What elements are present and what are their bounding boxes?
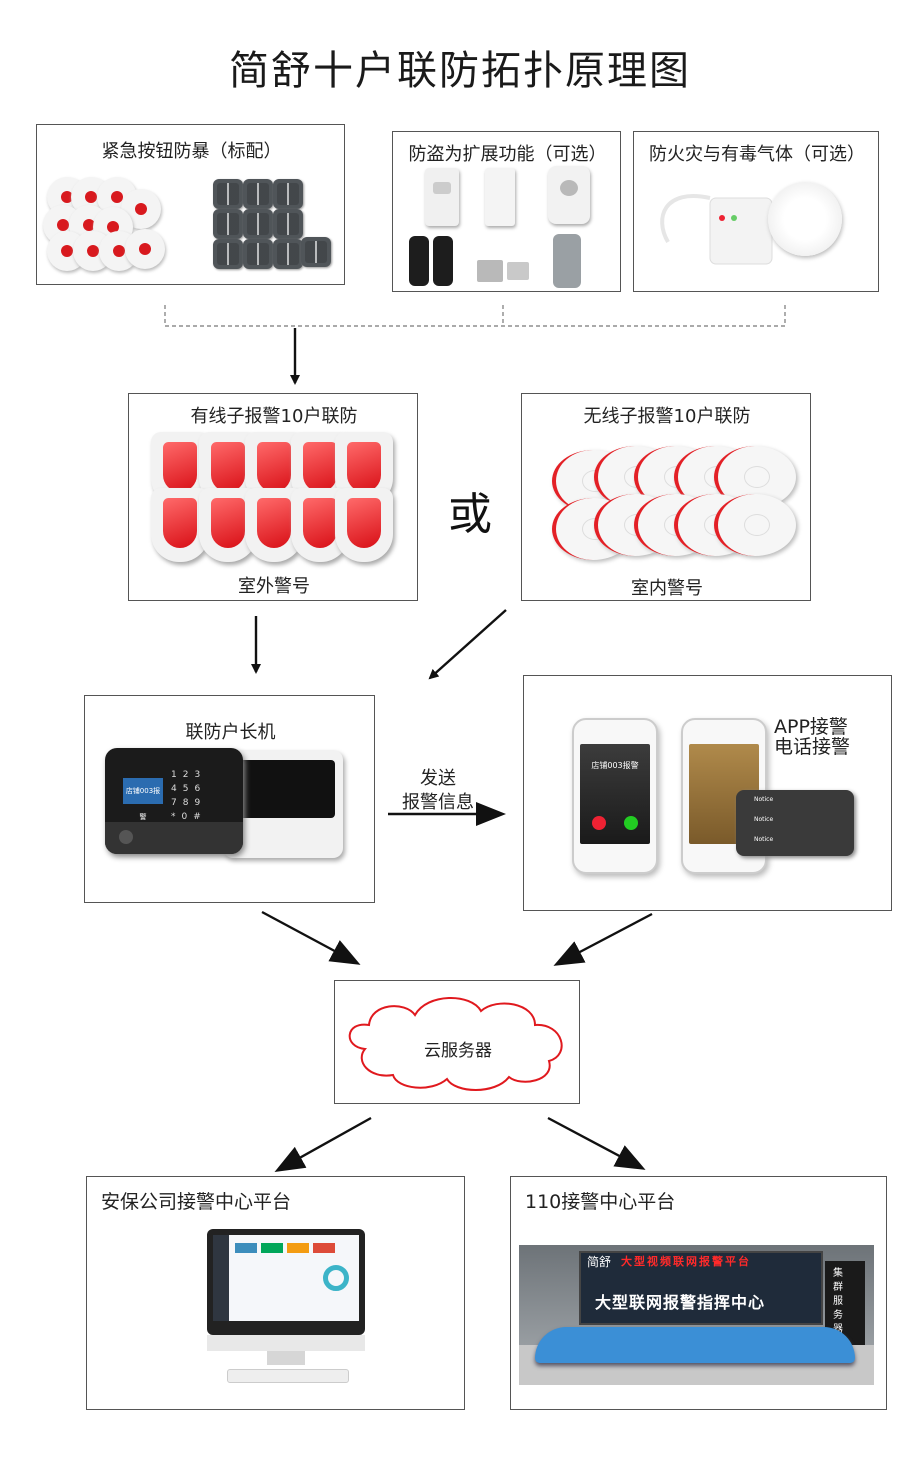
fire-gas-label: 防火灾与有毒气体（可选） <box>649 144 865 165</box>
police-center-label: 110接警中心平台 <box>525 1191 676 1213</box>
police-center-panel: 110接警中心平台 简舒 大型视频联网报警平台 大型联网报警指挥中心 集群服务器 <box>510 1176 887 1410</box>
sos-button-icon <box>119 830 133 844</box>
app-alert-label: APP接警 <box>774 716 848 738</box>
panic-button-icon <box>125 229 165 269</box>
fire-gas-panel: 防火灾与有毒气体（可选） <box>633 131 879 292</box>
phone-call-icon: 店铺003报警 <box>572 718 658 874</box>
magnetic-contact-icon <box>507 262 529 280</box>
curtain-sensor-icon <box>548 166 590 224</box>
arrow-cloud-to-security <box>274 1116 372 1172</box>
anti-theft-panel: 防盗为扩展功能（可选） <box>392 131 621 292</box>
host-device-white <box>223 750 343 858</box>
remote-fob-icon <box>213 239 243 269</box>
keyboard-icon <box>227 1369 349 1383</box>
app-alert-panel: APP接警 电话接警 店铺003报警 Notice Notice Notice <box>523 675 892 911</box>
monitor-stand <box>267 1351 305 1365</box>
pir-sensor-icon <box>425 168 459 226</box>
remote-fob-icon <box>273 179 303 209</box>
magnetic-contact-icon <box>477 260 503 282</box>
beam-detector-icon <box>409 236 429 286</box>
send-label-line1: 发送 <box>420 768 456 789</box>
beam-detector-icon <box>433 236 453 286</box>
dual-tech-detector-icon <box>553 234 581 288</box>
remote-fob-icon <box>243 239 273 269</box>
panic-button-label: 紧急按钮防暴（标配） <box>101 141 282 162</box>
outdoor-siren-icon <box>335 488 393 562</box>
server-rack-sign: 集群服务器 <box>833 1268 843 1335</box>
wired-alarm-label: 有线子报警10户联防 <box>190 406 358 427</box>
indoor-siren-icon <box>714 494 796 556</box>
call-screen-text: 店铺003报警 <box>591 761 639 770</box>
gas-detector-icon <box>660 194 773 265</box>
security-center-label: 安保公司接警中心平台 <box>101 1191 292 1213</box>
arrow-app-to-cloud <box>553 912 653 966</box>
dashed-bracket <box>164 305 786 327</box>
monitor-chin <box>207 1335 365 1351</box>
remote-fob-icon <box>273 239 303 269</box>
remote-fob-icon <box>301 237 331 267</box>
remote-fob-icon <box>243 209 273 239</box>
remote-fob-icon <box>213 209 243 239</box>
arrow-cloud-to-police <box>547 1116 646 1170</box>
wireless-alarm-label: 无线子报警10户联防 <box>583 406 751 427</box>
video-wall <box>579 1251 823 1325</box>
security-center-panel: 安保公司接警中心平台 <box>86 1176 465 1410</box>
accept-call-icon <box>624 816 638 830</box>
anti-theft-label: 防盗为扩展功能（可选） <box>408 144 607 165</box>
door-sensor-icon <box>485 168 515 226</box>
remote-fob-icon <box>243 179 273 209</box>
wired-alarm-panel: 有线子报警10户联防 室外警号 <box>128 393 418 601</box>
banner-main: 大型联网报警指挥中心 <box>595 1293 766 1312</box>
outdoor-siren-label: 室外警号 <box>238 576 310 597</box>
arrow-host-to-cloud <box>261 910 361 965</box>
or-label: 或 <box>448 489 492 540</box>
remote-fob-icon <box>273 209 303 239</box>
panic-button-panel: 紧急按钮防暴（标配） <box>36 124 345 285</box>
remote-fob-icon <box>213 179 243 209</box>
send-label-line2: 报警信息 <box>402 792 474 813</box>
notice-card: Notice Notice Notice <box>736 790 854 856</box>
desktop-monitor-icon <box>207 1229 365 1335</box>
operator-console <box>535 1327 855 1363</box>
outdoor-siren-icon <box>245 488 303 562</box>
decline-call-icon <box>592 816 606 830</box>
cloud-server-panel: 云服务器 <box>334 980 580 1104</box>
cloud-server-label: 云服务器 <box>424 1041 492 1061</box>
brand-label: 简舒 <box>587 1255 612 1269</box>
banner-top: 大型视频联网报警平台 <box>621 1255 751 1268</box>
control-room-image: 简舒 大型视频联网报警平台 大型联网报警指挥中心 集群服务器 <box>519 1245 874 1385</box>
page-title: 简舒十户联防拓扑原理图 <box>229 48 691 94</box>
arrow-wireless-to-host <box>428 609 507 680</box>
host-screen-text: 店铺003报警 <box>123 778 163 821</box>
wireless-alarm-panel: 无线子报警10户联防 室内警号 <box>521 393 811 601</box>
phone-alert-label: 电话接警 <box>774 736 851 758</box>
cloud-icon <box>348 997 563 1091</box>
indoor-siren-label: 室内警号 <box>631 578 703 599</box>
host-unit-label: 联防户长机 <box>185 722 276 743</box>
smoke-detector-icon <box>768 182 842 256</box>
